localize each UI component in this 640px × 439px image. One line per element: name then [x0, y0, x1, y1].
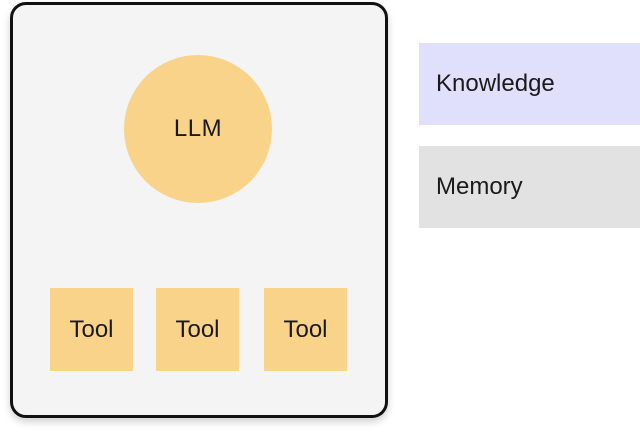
tool-label-3: Tool [283, 315, 328, 343]
tool-node-1: Tool [50, 288, 133, 371]
tool-label-2: Tool [175, 315, 220, 343]
llm-label: LLM [173, 115, 223, 142]
tool-node-2: Tool [156, 288, 239, 371]
knowledge-label: Knowledge [436, 70, 555, 97]
tool-node-3: Tool [264, 288, 347, 371]
tool-label-1: Tool [69, 315, 114, 343]
knowledge-panel: Knowledge [419, 43, 640, 125]
llm-node: LLM [124, 55, 272, 203]
memory-panel: Memory [419, 146, 640, 228]
agent-container: LLM Tool Tool Tool [10, 2, 388, 418]
memory-label: Memory [436, 173, 523, 200]
